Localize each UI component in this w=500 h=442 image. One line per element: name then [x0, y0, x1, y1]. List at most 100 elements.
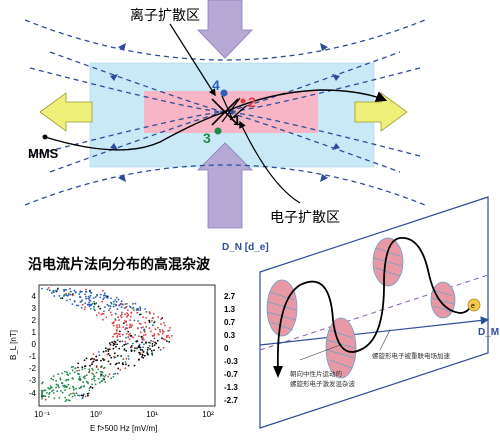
scatter-point [122, 358, 125, 360]
scatter-point [104, 347, 107, 350]
scatter-point [106, 303, 109, 306]
right-tick-label: 1.3 [224, 305, 236, 314]
scatter-point [97, 377, 100, 380]
scatter-point [66, 371, 68, 374]
scatter-point [114, 318, 117, 320]
scatter-point [102, 350, 105, 353]
scatter-point [52, 392, 55, 394]
scatter-point [84, 302, 87, 305]
scatter-point [89, 308, 92, 310]
path-arrow-icon [273, 366, 283, 378]
scatter-point [104, 294, 107, 297]
scatter-point [143, 343, 145, 346]
scatter-point [103, 297, 106, 299]
scatter-point [133, 349, 136, 352]
scatter-point [99, 296, 102, 299]
scatter-point [53, 397, 56, 400]
scatter-point [110, 356, 113, 359]
scatter-point [145, 311, 148, 313]
scatter-point [72, 392, 74, 395]
scatter-point [157, 346, 160, 349]
scatter-point [161, 333, 164, 335]
scatter-point [139, 331, 142, 334]
field-lines [24, 19, 426, 206]
plot-frame [38, 284, 216, 407]
scatter-point [65, 292, 67, 295]
field-arrow-icon [118, 174, 126, 182]
annotation-right-pointer [379, 329, 391, 351]
outflow-arrow-left [39, 92, 93, 132]
ion-region-pointer [169, 23, 216, 97]
annotation-right: 螺旋形电子被重联电场加速 [372, 351, 451, 360]
scatter-point [65, 288, 67, 291]
scatter-point [127, 313, 130, 316]
scatter-point [141, 338, 144, 341]
y-tick-label: -3 [29, 376, 37, 385]
scatter-point [116, 308, 119, 310]
scatter-point [63, 386, 66, 388]
scatter-point [100, 359, 102, 362]
scatter-point [110, 297, 112, 300]
scatter-point [142, 337, 144, 339]
scatter-point [157, 333, 160, 335]
scatter-point [117, 316, 119, 319]
scatter-point [79, 377, 81, 380]
scatter-point [140, 335, 143, 338]
scatter-point [75, 392, 78, 395]
scatter-point [132, 342, 134, 345]
scatter-point [153, 333, 156, 335]
spacecraft-2-dot [240, 98, 246, 104]
scatter-point [77, 366, 79, 369]
scatter-point [163, 321, 165, 324]
scatter-point [124, 313, 126, 316]
scatter-point [130, 349, 133, 352]
scatter-point [151, 319, 153, 322]
scatter-point [81, 366, 84, 369]
scatter-point [108, 348, 110, 351]
scatter-point [109, 363, 112, 365]
scatter-point [150, 330, 152, 333]
scatter-point [101, 300, 103, 303]
inflow-arrow-bottom [197, 142, 253, 229]
scatter-point [88, 371, 91, 374]
scatter-point [82, 394, 85, 397]
scatter-point [72, 365, 75, 368]
scatter-point [129, 319, 132, 321]
scatter-point [84, 290, 87, 293]
scatter-point [124, 340, 127, 343]
scatter-point [130, 346, 133, 349]
spiral-lobe [325, 317, 357, 379]
scatter-point [126, 327, 129, 330]
scatter-point [141, 349, 144, 351]
plot-title: 沿电流片法向分布的高混杂波 [28, 256, 211, 273]
scatter-point [118, 326, 121, 328]
scatter-point [128, 326, 131, 329]
scatter-point [92, 358, 95, 360]
scatter-point [102, 358, 104, 360]
scatter-point [142, 357, 145, 359]
scatter-point [124, 303, 127, 305]
scatter-point [114, 372, 117, 375]
x-tick-label: 10¹ [146, 410, 158, 419]
scatter-point [141, 341, 143, 344]
scatter-point [62, 384, 64, 387]
scatter-point [159, 330, 162, 333]
scatter-point [125, 363, 127, 366]
scatter-point [133, 309, 135, 311]
scatter-point [116, 326, 119, 329]
scatter-point [137, 320, 140, 322]
right-tick-label: -0.3 [224, 357, 238, 366]
scatter-point [151, 335, 154, 337]
y-ticks: 4 3 2 1 0 -1 -2 -3 -4 [29, 292, 37, 398]
scatter-point [65, 379, 67, 382]
scatter-point [44, 389, 47, 392]
scatter-point [143, 354, 146, 357]
scatter-point [112, 347, 115, 350]
scatter-point [86, 392, 89, 395]
scatter-point [69, 372, 71, 375]
scatter-point [120, 300, 123, 303]
field-line [29, 67, 226, 113]
scatter-point [120, 316, 123, 319]
scatter-point [127, 336, 130, 338]
scatter-point [123, 322, 125, 325]
